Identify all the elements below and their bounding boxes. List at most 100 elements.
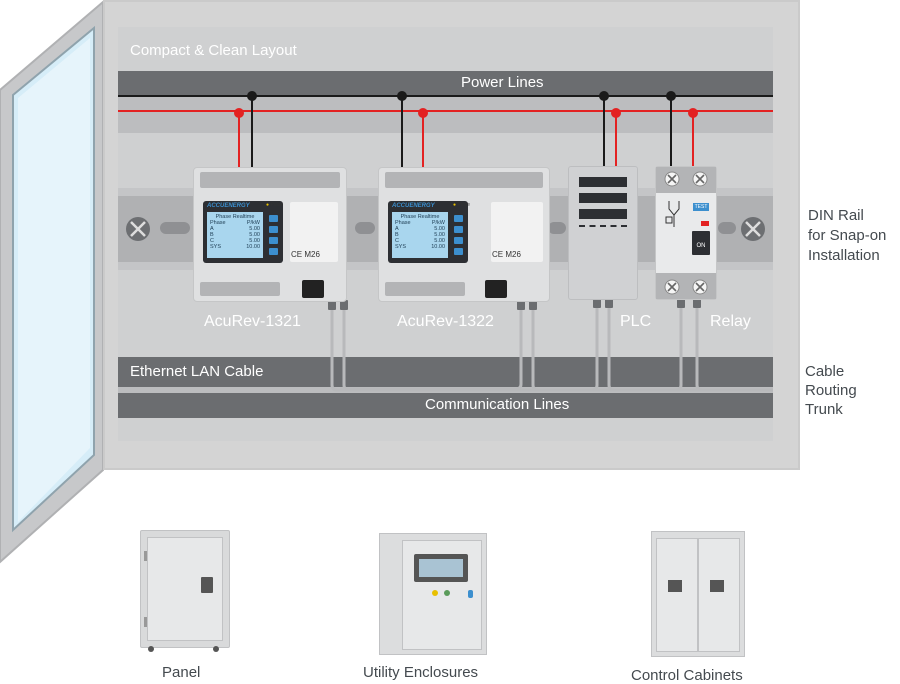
utility-enclosure-illustration xyxy=(379,533,487,655)
brand-logo: ACCUENERGY xyxy=(207,203,250,209)
power-lines-lower-band xyxy=(118,95,773,133)
row-label: B xyxy=(395,232,399,238)
screen-header-left: Phase xyxy=(210,220,226,226)
terminal-strip-bottom xyxy=(385,282,465,296)
model-tag: CE M26 xyxy=(492,250,521,259)
row-label: SYS xyxy=(395,244,407,250)
cabinet-door-left xyxy=(656,538,698,652)
panel-hinge xyxy=(144,551,147,561)
plc-led-bar xyxy=(579,177,627,187)
utility-display-screen xyxy=(419,559,463,577)
din-rail-screw-right xyxy=(741,217,765,241)
terminal-strip-top xyxy=(200,172,340,188)
row-value: 5.00 xyxy=(434,232,445,238)
meter-button-up[interactable] xyxy=(454,215,463,222)
din-rail-label-line2: for Snap-on xyxy=(808,227,887,244)
communication-label: Communication Lines xyxy=(425,396,570,413)
circuit-symbol-icon xyxy=(665,201,680,227)
ethernet-band xyxy=(118,357,773,387)
communication-band xyxy=(118,393,773,418)
row-label: SYS xyxy=(210,244,222,250)
row-label: C xyxy=(210,238,214,244)
meter-button-down[interactable] xyxy=(269,226,278,233)
screen-header-left: Phase xyxy=(395,220,411,226)
rs485-connector xyxy=(302,280,324,298)
cabinet-handle xyxy=(710,580,724,592)
meter-button-down[interactable] xyxy=(454,226,463,233)
power-lines-label: Power Lines xyxy=(461,74,544,91)
model-tag: CE M26 xyxy=(291,250,320,259)
relay-test-button[interactable]: TEST xyxy=(693,203,709,211)
screw-icon xyxy=(692,279,708,295)
control-cabinet-illustration xyxy=(651,531,745,657)
din-rail-label-line1: DIN Rail xyxy=(808,207,864,224)
plc-led-bar xyxy=(579,193,627,203)
row-value: 5.00 xyxy=(434,238,445,244)
panel-illustration xyxy=(140,530,230,648)
pulse-label: Pulse xyxy=(270,202,283,208)
plc-indicator-row xyxy=(579,225,627,229)
row-value: 5.00 xyxy=(249,226,260,232)
cable-trunk-label: Cable Routing Trunk xyxy=(805,362,857,419)
screw-icon xyxy=(664,171,680,187)
row-value: 10.00 xyxy=(246,244,260,250)
cable-trunk-label-line1: Cable xyxy=(805,363,845,380)
relay-on-label: ON xyxy=(696,243,706,249)
row-label: A xyxy=(395,226,399,232)
model-tag-text: M26 xyxy=(304,250,320,259)
cabinet-door xyxy=(0,0,104,564)
screw-icon xyxy=(664,279,680,295)
relay-switch[interactable]: ON xyxy=(692,231,710,255)
model-tag-text: M26 xyxy=(505,250,521,259)
enclosure-label-control: Control Cabinets xyxy=(631,667,743,684)
terminal-strip-top xyxy=(385,172,543,188)
device-label-plc: PLC xyxy=(620,313,652,330)
spec-label xyxy=(491,202,543,262)
panel-foot xyxy=(148,646,154,652)
plc-led-bar xyxy=(579,209,627,219)
row-value: 5.00 xyxy=(249,232,260,238)
cable-trunk-label-line3: Trunk xyxy=(805,401,843,418)
din-rail-slot xyxy=(160,222,190,234)
panel-foot xyxy=(213,646,219,652)
screen-header-right: P/kW xyxy=(246,220,260,226)
meter-button-enter[interactable] xyxy=(269,248,278,255)
relay-indicator xyxy=(701,221,709,226)
cabinet-handle xyxy=(668,580,682,592)
din-rail-label-line3: Installation xyxy=(808,247,880,264)
pulse-indicator: ● Pulse xyxy=(453,202,470,208)
device-label-relay: Relay xyxy=(710,313,751,330)
ethernet-label: Ethernet LAN Cable xyxy=(130,363,264,380)
power-lines-band xyxy=(118,71,773,95)
meter-button-enter[interactable] xyxy=(454,248,463,255)
row-label: B xyxy=(210,232,214,238)
cable-trunk-label-line2: Routing xyxy=(805,382,857,399)
terminal-strip-bottom xyxy=(200,282,280,296)
utility-indicator xyxy=(432,590,438,596)
enclosure-label-panel: Panel xyxy=(162,664,201,681)
panel-handle xyxy=(201,577,213,593)
device-label-acurev-1321: AcuRev-1321 xyxy=(204,313,301,330)
enclosure-label-utility: Utility Enclosures xyxy=(363,664,479,681)
din-rail-label: DIN Rail for Snap-on Installation xyxy=(808,206,886,266)
meter-button-back[interactable] xyxy=(269,237,278,244)
rs485-connector xyxy=(485,280,507,298)
din-rail-slot xyxy=(548,222,566,234)
compact-layout-label: Compact & Clean Layout xyxy=(130,42,297,59)
row-value: 10.00 xyxy=(431,244,445,250)
screen-title: Phase Realtime xyxy=(400,214,440,220)
utility-indicator xyxy=(444,590,450,596)
row-label: C xyxy=(395,238,399,244)
screw-icon xyxy=(692,171,708,187)
meter-button-back[interactable] xyxy=(454,237,463,244)
panel-hinge xyxy=(144,617,147,627)
utility-key xyxy=(468,590,473,598)
meter-button-up[interactable] xyxy=(269,215,278,222)
din-rail-screw-left xyxy=(126,217,150,241)
